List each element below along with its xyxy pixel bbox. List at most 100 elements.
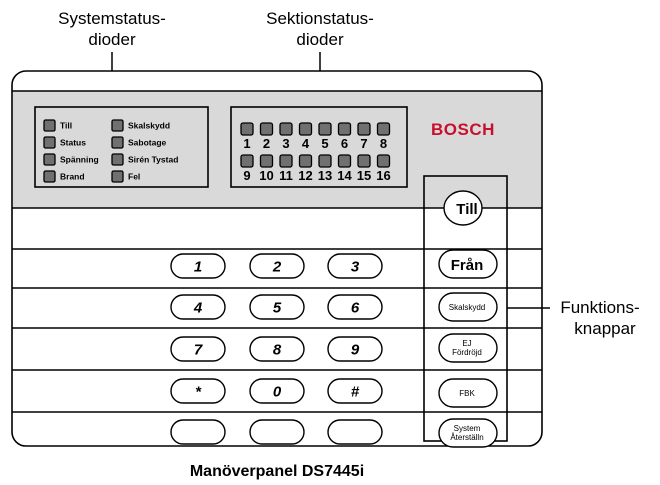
- keypad-key-shape: [170, 294, 226, 320]
- function-keys-callout-line1: Funktions-: [560, 298, 639, 317]
- section-led: [357, 122, 371, 136]
- section-number: 11: [279, 168, 293, 183]
- section-number: 14: [337, 168, 352, 183]
- status-led: [43, 119, 56, 132]
- keypad-key-shape: [327, 336, 383, 362]
- section-led: [298, 154, 313, 168]
- section-number: 7: [360, 136, 367, 151]
- function-key-label: Fördröjd: [452, 348, 482, 357]
- function-key[interactable]: Till: [443, 190, 483, 226]
- status-led: [111, 119, 124, 132]
- section-number: 4: [302, 136, 310, 151]
- status-led-label: Sabotage: [128, 138, 167, 148]
- function-keys-callout-line2: knappar: [574, 319, 636, 338]
- section-status-led-box: [230, 106, 408, 188]
- keypad-key[interactable]: *: [170, 378, 226, 404]
- section-led: [279, 122, 293, 136]
- keypad-key[interactable]: 6: [327, 294, 383, 320]
- keypad-key-shape: [170, 336, 226, 362]
- status-led: [111, 153, 124, 166]
- section-led: [318, 154, 332, 168]
- keypad-key-shape: [327, 419, 383, 445]
- diagram-caption: Manöverpanel DS7445i: [190, 463, 364, 480]
- keypad-key[interactable]: 5: [249, 294, 305, 320]
- keypad-key[interactable]: 4: [170, 294, 226, 320]
- section-number: 2: [263, 136, 270, 151]
- keypad-key-label: 4: [193, 300, 203, 317]
- section-number: 6: [341, 136, 348, 151]
- section-status-callout-line2: dioder: [296, 30, 344, 49]
- keypad-key-shape: [170, 253, 226, 279]
- section-led: [318, 122, 332, 136]
- function-key[interactable]: FBK: [438, 378, 498, 408]
- section-number: 3: [282, 136, 289, 151]
- section-led: [240, 122, 254, 136]
- keypad-key[interactable]: 3: [327, 253, 383, 279]
- keypad-key[interactable]: 8: [249, 336, 305, 362]
- keypad-key-label: #: [351, 384, 360, 401]
- function-key[interactable]: Skalskydd: [438, 292, 498, 322]
- system-status-callout-line1: Systemstatus-: [58, 9, 166, 28]
- keypad-key[interactable]: 0: [249, 378, 305, 404]
- section-led: [376, 122, 391, 136]
- function-key[interactable]: Från: [438, 249, 498, 279]
- keypad-key[interactable]: 1: [170, 253, 226, 279]
- keypad-key[interactable]: 9: [327, 336, 383, 362]
- section-led: [337, 154, 352, 168]
- keypad-key-shape: [170, 378, 226, 404]
- keypad-key-shape: [170, 419, 226, 445]
- function-key-label: Återställn: [450, 433, 483, 442]
- section-number: 1: [243, 136, 250, 151]
- section-led: [376, 154, 391, 168]
- section-number: 16: [376, 168, 390, 183]
- section-number: 5: [321, 136, 328, 151]
- keypad-key-label: 6: [351, 300, 360, 317]
- status-led-label: Skalskydd: [128, 121, 170, 131]
- keypad-key-shape: [327, 294, 383, 320]
- section-led: [240, 154, 254, 168]
- section-number: 10: [259, 168, 273, 183]
- status-led: [43, 170, 56, 183]
- keypad-key-label: 9: [351, 342, 360, 359]
- function-key-label: Till: [456, 201, 477, 218]
- keypad-key-label: 8: [273, 342, 282, 359]
- section-number: 13: [318, 168, 332, 183]
- section-number: 9: [243, 168, 250, 183]
- keypad-key-shape: [249, 336, 305, 362]
- keypad-key-label: 3: [351, 259, 360, 276]
- keypad-key[interactable]: 2: [249, 253, 305, 279]
- keypad-key-label: 5: [273, 300, 282, 317]
- keypad-key-label: 0: [273, 384, 282, 401]
- keypad-key[interactable]: 7: [170, 336, 226, 362]
- keypad-key-shape: [249, 294, 305, 320]
- status-led-label: Spänning: [60, 155, 99, 165]
- section-number: 15: [357, 168, 371, 183]
- function-key-label: EJ: [462, 339, 471, 348]
- section-led: [259, 154, 274, 168]
- keypad-key[interactable]: [170, 419, 226, 445]
- keypad-key-shape: [249, 253, 305, 279]
- section-led: [357, 154, 371, 168]
- status-led: [43, 153, 56, 166]
- function-key-label: Från: [451, 257, 484, 274]
- status-led-label: Status: [60, 138, 86, 148]
- section-number: 8: [380, 136, 387, 151]
- status-led-label: Sirén Tystad: [128, 155, 178, 165]
- status-led-label: Till: [60, 121, 72, 131]
- keypad-key[interactable]: #: [327, 378, 383, 404]
- keypad-key[interactable]: [249, 419, 305, 445]
- function-key-label: Skalskydd: [449, 303, 485, 312]
- keypad-key-shape: [249, 419, 305, 445]
- status-led-label: Brand: [60, 172, 85, 182]
- function-key-label: FBK: [459, 389, 475, 398]
- keypad-key-shape: [327, 253, 383, 279]
- section-led: [337, 122, 352, 136]
- keypad-key[interactable]: [327, 419, 383, 445]
- section-number: 12: [298, 168, 312, 183]
- status-led: [111, 136, 124, 149]
- bosch-logo: BOSCH: [431, 120, 495, 139]
